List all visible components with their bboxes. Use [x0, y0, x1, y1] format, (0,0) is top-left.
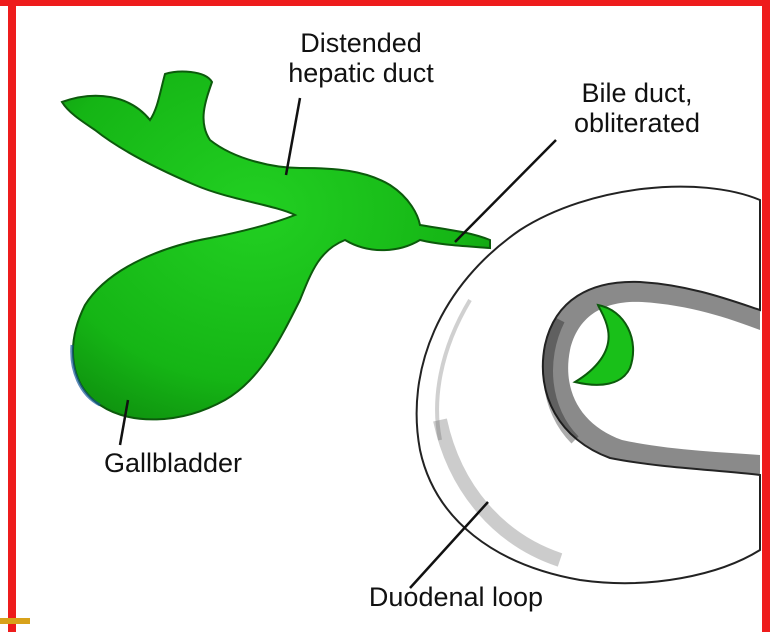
label-distended-hepatic-duct: Distended hepatic duct — [236, 28, 486, 88]
label-bile-line2: obliterated — [512, 108, 762, 138]
label-bile-duct-obliterated: Bile duct, obliterated — [512, 78, 762, 138]
label-duodenal-text: Duodenal loop — [296, 582, 616, 612]
leader-hepatic-duct — [286, 98, 300, 175]
label-duodenal-loop: Duodenal loop — [296, 582, 616, 612]
frame-right-border — [762, 0, 770, 632]
leader-duodenal-loop — [410, 502, 488, 588]
accent-bar — [0, 618, 30, 624]
label-gallbladder-text: Gallbladder — [38, 448, 308, 478]
label-bile-line1: Bile duct, — [512, 78, 762, 108]
label-gallbladder: Gallbladder — [38, 448, 308, 478]
label-hepatic-line2: hepatic duct — [236, 58, 486, 88]
frame-left-border — [8, 0, 16, 632]
frame-top-border — [0, 0, 770, 6]
label-hepatic-line1: Distended — [236, 28, 486, 58]
